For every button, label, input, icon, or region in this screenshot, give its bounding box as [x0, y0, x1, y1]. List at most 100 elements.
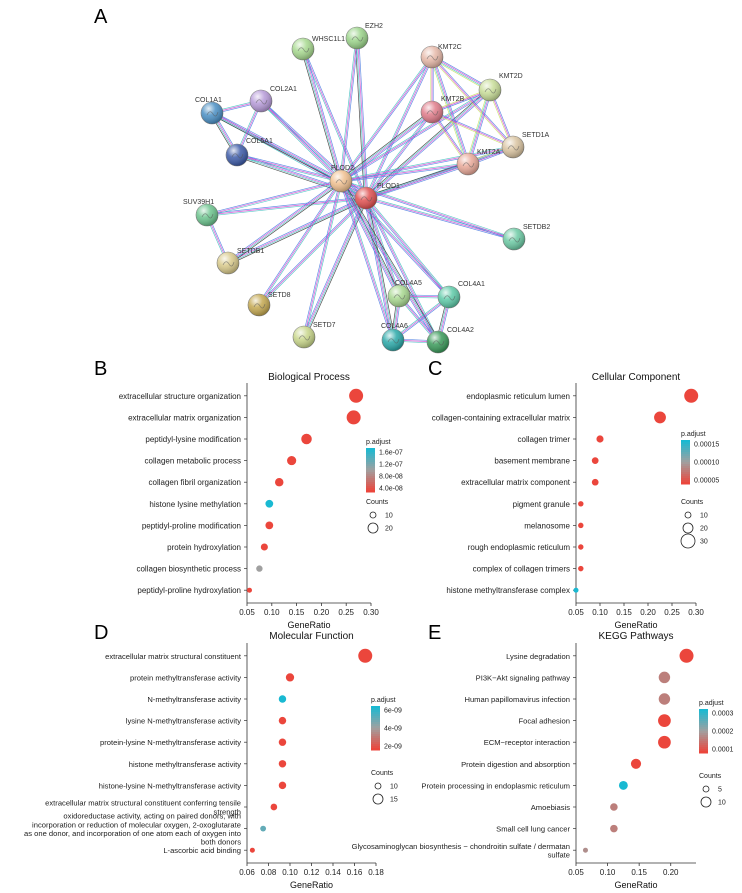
x-axis-label: GeneRatio	[614, 880, 657, 890]
colorbar-tick-label: 0.0002	[712, 729, 734, 736]
colorbar-segment	[371, 736, 380, 739]
network-node: SETD1A	[501, 132, 550, 159]
x-tick-label: 0.25	[664, 608, 680, 617]
ppi-network: EZH2WHSC1L1KMT2CKMT2DKMT2BSETD1AKMT2ACOL…	[183, 23, 550, 354]
colorbar-tick-label: 4.0e-08	[379, 486, 403, 493]
x-tick-label: 0.05	[568, 608, 584, 617]
colorbar-segment	[366, 490, 375, 493]
y-tick-label: collagen-containing extracellular matrix	[432, 413, 570, 422]
colorbar-segment	[366, 452, 375, 455]
y-tick-label: lysine N-methyltransferase activity	[126, 717, 241, 726]
dot	[679, 648, 694, 663]
colorbar-segment	[371, 734, 380, 737]
colorbar-segment	[699, 713, 708, 716]
network-node: SETDB1	[216, 248, 264, 275]
colorbar-segment	[371, 732, 380, 735]
network-node: KMT2B	[420, 96, 465, 124]
colorbar-segment	[371, 708, 380, 711]
network-node: PLOD2	[329, 165, 354, 193]
y-tick-label: Lysine degradation	[506, 652, 570, 661]
y-tick-label: incorporation or reduction of molecular …	[32, 820, 241, 829]
colorbar-segment	[371, 738, 380, 741]
colorbar-segment	[371, 728, 380, 731]
y-tick-label: both donors	[201, 838, 241, 847]
dot	[610, 824, 618, 833]
network-edge	[257, 180, 343, 306]
colorbar-segment	[681, 482, 690, 485]
colorbar-segment	[366, 488, 375, 491]
colorbar-title: p.adjust	[371, 697, 396, 704]
colorbar-segment	[681, 472, 690, 475]
colorbar-segment	[371, 726, 380, 729]
size-legend-circle	[684, 511, 692, 519]
colorbar-segment	[681, 462, 690, 465]
network-node: EZH2	[345, 23, 383, 50]
x-tick-label: 0.05	[568, 868, 584, 877]
network-node-label: SETD7	[313, 322, 336, 329]
network-nodes: EZH2WHSC1L1KMT2CKMT2DKMT2BSETD1AKMT2ACOL…	[183, 23, 550, 354]
dot	[278, 695, 287, 703]
network-edge	[392, 295, 450, 342]
network-edge	[300, 48, 344, 182]
network-node-label: SETDB2	[523, 224, 550, 231]
size-legend-label: 10	[385, 513, 393, 520]
x-tick-label: 0.10	[264, 608, 280, 617]
y-tick-label: melanosome	[524, 521, 570, 530]
dot	[265, 521, 274, 530]
x-axis-label: GeneRatio	[287, 620, 330, 630]
y-tick-label: complex of collagen trimers	[473, 565, 570, 574]
panel-label-d: D	[94, 622, 109, 644]
chart-title: Molecular Function	[269, 631, 353, 642]
dot	[358, 648, 373, 663]
y-tick-label: as one donor, and incorporation of one a…	[24, 829, 241, 838]
colorbar-segment	[699, 717, 708, 720]
panel-label-a: A	[94, 6, 108, 28]
dot	[278, 716, 287, 725]
size-legend-title: Counts	[366, 499, 389, 506]
colorbar-segment	[371, 718, 380, 721]
network-edge	[339, 56, 434, 182]
colorbar-tick-label: 0.0003	[712, 711, 734, 718]
colorbar-segment	[699, 751, 708, 754]
size-legend-label: 15	[390, 797, 398, 804]
dot	[654, 411, 666, 424]
colorbar-segment	[366, 482, 375, 485]
y-tick-label: ECM−receptor interaction	[484, 738, 570, 747]
network-node-label: SETDB1	[237, 248, 264, 255]
colorbar-segment	[699, 743, 708, 746]
dot	[278, 738, 287, 746]
colorbar-tick-label: 0.00005	[694, 478, 719, 485]
size-legend-title: Counts	[371, 770, 394, 777]
network-node: COL2A1	[249, 86, 297, 113]
y-tick-label: Protein digestion and absorption	[461, 760, 570, 769]
y-tick-label: collagen fibril organization	[149, 478, 242, 487]
dot	[658, 671, 671, 684]
y-tick-label: Amoebiasis	[531, 803, 570, 812]
x-tick-label: 0.14	[325, 868, 341, 877]
dot	[260, 825, 267, 832]
network-node-label: COL4A2	[447, 327, 474, 334]
size-legend-circle	[367, 522, 379, 534]
network-edge	[339, 179, 440, 344]
colorbar-segment	[681, 440, 690, 443]
size-legend-circle	[680, 533, 696, 549]
size-legend-title: Counts	[681, 499, 704, 506]
colorbar-segment	[681, 456, 690, 459]
colorbar-segment	[371, 722, 380, 725]
colorbar-segment	[366, 458, 375, 461]
y-tick-label: protein-lysine N-methyltransferase activ…	[100, 738, 241, 747]
colorbar-segment	[699, 741, 708, 744]
colorbar-segment	[681, 476, 690, 479]
dot	[582, 847, 588, 853]
network-node-label: WHSC1L1	[312, 36, 345, 43]
network-node: COL4A2	[426, 327, 474, 354]
x-tick-label: 0.16	[347, 868, 363, 877]
network-node-label: COL4A6	[381, 323, 408, 330]
network-node-label: KMT2A	[477, 149, 501, 156]
dot	[265, 499, 274, 508]
network-node-label: COL5A1	[246, 138, 273, 145]
colorbar-segment	[366, 448, 375, 451]
size-legend-label: 30	[700, 539, 708, 546]
